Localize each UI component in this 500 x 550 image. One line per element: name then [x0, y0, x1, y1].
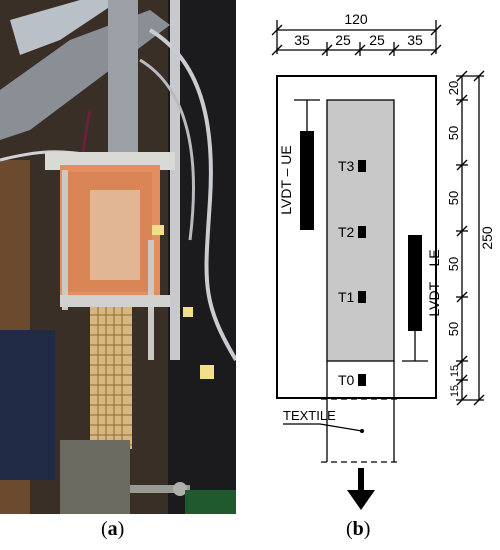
photo-top-plate — [10, 0, 120, 55]
overall-height-label: 250 — [479, 226, 495, 250]
lower-lvdt-label: LVDT – LE — [426, 249, 442, 316]
photo-cable-1 — [148, 28, 236, 362]
load-arrow-head — [347, 490, 375, 510]
sensor-t3-label: T3 — [338, 158, 355, 174]
photo-blue-cloth — [0, 330, 55, 480]
segment-2-label: 25 — [335, 32, 351, 48]
caption-b: (b) — [346, 518, 371, 540]
photo-tag-1 — [152, 225, 164, 235]
photo-textile — [90, 307, 132, 449]
vertical-dim-4: 50 — [446, 257, 461, 271]
sensor-t1-marker — [358, 291, 366, 303]
photo-green-base — [185, 490, 236, 514]
textile-leader-dot — [360, 429, 364, 433]
upper-lvdt-label: LVDT – UE — [278, 145, 294, 215]
photo-tag-2 — [200, 365, 214, 379]
test-setup-photo — [0, 0, 236, 514]
vertical-dim-5: 50 — [446, 322, 461, 336]
overall-width-label: 120 — [344, 11, 368, 27]
photo-right-column — [170, 0, 180, 360]
photo-textile-grid — [90, 307, 132, 449]
sensor-t0-marker — [358, 374, 366, 386]
photo-bottom-bar — [130, 485, 190, 493]
segment-3-label: 25 — [369, 32, 385, 48]
vertical-dim-1: 20 — [446, 81, 461, 95]
upper-lvdt-body — [300, 131, 314, 230]
vertical-dim-6: 15 — [449, 365, 461, 377]
photo-cable-2 — [139, 58, 195, 241]
sensor-t1-label: T1 — [338, 289, 355, 305]
photo-sensor-area — [90, 190, 140, 280]
photo-bottom-knob — [173, 482, 187, 496]
photo-bottom-grip — [60, 440, 130, 514]
vertical-dim-2: 50 — [446, 126, 461, 140]
sensor-t0-label: T0 — [338, 372, 355, 388]
caption-a: (a) — [101, 518, 125, 540]
sensor-t2-marker — [358, 226, 366, 238]
segment-1-label: 35 — [294, 32, 310, 48]
photo-lower-clamp — [60, 295, 170, 307]
segment-4-label: 35 — [407, 32, 423, 48]
lower-lvdt-body — [408, 235, 422, 331]
vertical-dim-7: 15 — [449, 385, 461, 397]
textile-leader-line — [319, 423, 363, 432]
textile-label: TEXTILE — [283, 408, 336, 423]
sensor-t3-marker — [358, 160, 366, 172]
photo-load-rod — [108, 0, 138, 160]
vertical-dim-3: 50 — [446, 191, 461, 205]
vertical-dimension-lines — [456, 70, 485, 406]
specimen-schematic: 120 35 25 25 35 20 50 50 50 50 15 15 250… — [271, 11, 495, 510]
specimen-outline — [276, 75, 437, 399]
photo-lvdt-rod-left — [62, 170, 68, 310]
photo-tag-3 — [183, 307, 193, 317]
sensor-t2-label: T2 — [338, 224, 355, 240]
